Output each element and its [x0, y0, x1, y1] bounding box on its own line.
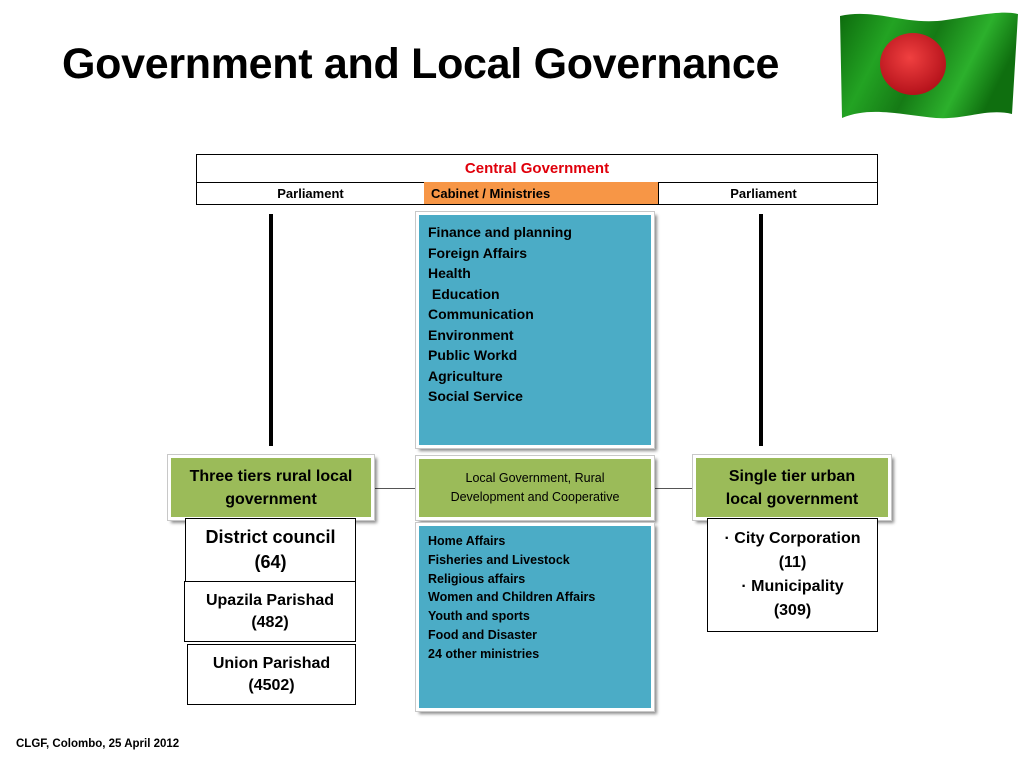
rural-label-line: government: [225, 490, 317, 508]
city-corporation-count: (11): [778, 554, 807, 571]
district-council-box: District council (64): [185, 518, 356, 582]
ministries-list-top: Finance and planning Foreign Affairs Hea…: [416, 212, 654, 448]
parliament-left-cell: Parliament: [197, 182, 425, 204]
ministry-item: Home Affairs: [428, 534, 506, 548]
ministry-item: Women and Children Affairs: [428, 590, 596, 605]
ministry-item: Agriculture: [428, 367, 503, 384]
ministry-item: Health: [428, 265, 471, 281]
rural-connector-line: [269, 214, 273, 446]
central-government-title: Central Government: [197, 155, 877, 183]
central-government-table: Central Government Parliament Cabinet / …: [196, 154, 878, 205]
upazila-parishad-count: (482): [251, 613, 289, 631]
ministry-item: Fisheries and Livestock: [428, 552, 570, 567]
cabinet-ministries-cell: Cabinet / Ministries: [424, 182, 659, 204]
ministry-item: Education: [428, 285, 500, 302]
municipality-count: (309): [773, 602, 812, 619]
footer-text: CLGF, Colombo, 25 April 2012: [16, 738, 180, 750]
bangladesh-flag-icon: [840, 12, 1018, 119]
parliament-right-cell: Parliament: [730, 185, 797, 201]
ministry-item: Food and Disaster: [428, 627, 538, 642]
upazila-parishad-label: Upazila Parishad: [205, 591, 335, 609]
page-title: Government and Local Governance: [62, 40, 780, 88]
ministry-item: Public Workd: [428, 347, 518, 363]
ministry-item: Environment: [428, 326, 514, 343]
localgov-to-urban-connector: [652, 488, 695, 489]
ministry-item: Religious affairs: [428, 571, 526, 586]
rural-to-localgov-connector: [374, 488, 416, 489]
union-parishad-count: (4502): [248, 676, 295, 694]
district-council-label: District council: [205, 527, 336, 547]
ministries-list-bottom: Home Affairs Fisheries and Livestock Rel…: [416, 523, 654, 711]
municipality-label: · Municipality: [741, 578, 844, 595]
localgov-label-line: Local Government, Rural: [465, 471, 605, 485]
urban-label-line: Single tier urban: [728, 467, 856, 485]
localgov-label-line: Development and Cooperative: [450, 490, 620, 504]
urban-label-line: local government: [725, 490, 859, 508]
city-corporation-label: · City Corporation: [724, 530, 861, 547]
rural-local-government-box: Three tiers rural local government: [168, 455, 374, 520]
union-parishad-box: Union Parishad (4502): [187, 644, 356, 705]
ministry-item: 24 other ministries: [428, 646, 540, 661]
ministry-item: Finance and planning: [428, 224, 572, 240]
urban-local-government-box: Single tier urban local government: [693, 455, 891, 520]
ministry-item: Foreign Affairs: [428, 244, 528, 261]
ministry-item: Communication: [428, 306, 534, 322]
upazila-parishad-box: Upazila Parishad (482): [184, 581, 356, 642]
local-government-ministry-box: Local Government, Rural Development and …: [416, 456, 654, 520]
union-parishad-label: Union Parishad: [212, 654, 331, 672]
district-council-count: (64): [254, 552, 287, 572]
ministry-item: Social Service: [428, 388, 523, 404]
ministry-item: Youth and sports: [428, 609, 530, 624]
rural-label-line: Three tiers rural local: [189, 467, 353, 485]
urban-connector-line: [759, 214, 763, 446]
urban-bodies-box: · City Corporation (11) · Municipality (…: [707, 518, 878, 632]
